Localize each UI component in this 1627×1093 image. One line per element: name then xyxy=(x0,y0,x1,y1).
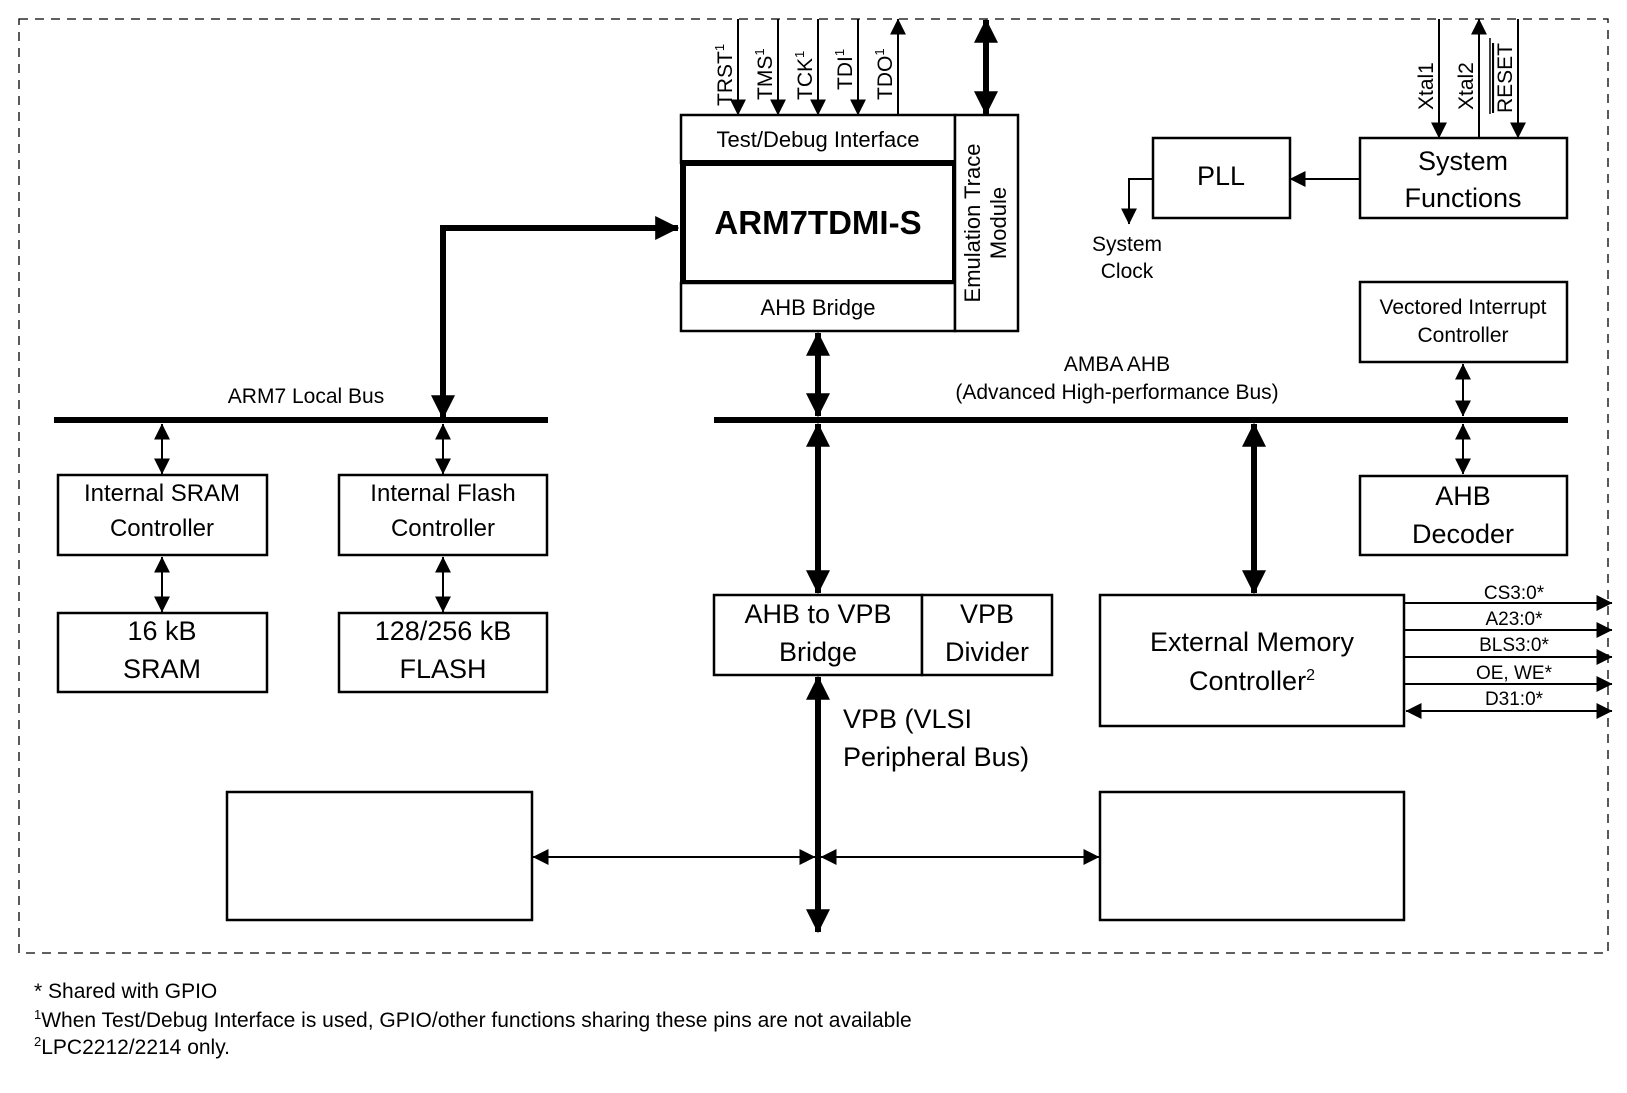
arm7-local-bus-label: ARM7 Local Bus xyxy=(228,385,384,408)
flash-controller-block xyxy=(337,473,549,557)
arm-core-label: ARM7TDMI-S xyxy=(714,204,921,241)
core-to-local-bus-path xyxy=(440,216,680,412)
sram-controller-label-line1: Internal SRAM xyxy=(84,480,240,507)
flash-controller-label-line1: Internal Flash xyxy=(370,480,515,507)
system-clock-label-line2: Clock xyxy=(1101,260,1154,283)
pll-label: PLL xyxy=(1197,161,1245,191)
jtag-pin-label: TDI1 xyxy=(832,49,857,90)
emc-signal-label: D31:0* xyxy=(1485,689,1544,710)
emc-signals: CS3:0* A23:0* BLS3:0* OE, WE* D31:0* xyxy=(1404,583,1613,719)
footnote-1: 1When Test/Debug Interface is used, GPIO… xyxy=(34,1007,912,1033)
ahb-to-vpb-bridge-block xyxy=(712,593,924,677)
emulation-trace-label-line1: Emulation Trace xyxy=(960,144,985,303)
test-debug-interface-label: Test/Debug Interface xyxy=(716,127,919,152)
system-functions-label-line2: Functions xyxy=(1404,183,1521,213)
vic-label-line2: Controller xyxy=(1417,324,1508,347)
sram-block xyxy=(56,611,269,694)
ahb-decoder-label-line1: AHB xyxy=(1435,481,1491,511)
emc-signal-label: OE, WE* xyxy=(1476,663,1553,684)
ahb-decoder-block xyxy=(1358,474,1569,557)
jtag-pin-label: TCK1 xyxy=(792,51,817,100)
vpb-divider-label-line2: Divider xyxy=(945,637,1029,667)
amba-ahb-label-line1: AMBA AHB xyxy=(1064,353,1170,376)
system-pins: Xtal1 Xtal2 RESET xyxy=(1415,18,1526,139)
arm-core-block xyxy=(680,160,958,286)
flash-controller-label-line2: Controller xyxy=(391,515,495,542)
sram-controller-block xyxy=(56,473,269,557)
system-functions-label-line1: System xyxy=(1418,146,1508,176)
vpb-bus-label-line2: Peripheral Bus) xyxy=(843,742,1029,772)
system-clock-label-line1: System xyxy=(1092,233,1162,256)
vpb-divider-label-line1: VPB xyxy=(960,599,1014,629)
system-pin-label: RESET xyxy=(1494,43,1517,113)
emulation-trace-label-line2: Module xyxy=(986,187,1011,259)
flash-label-line2: FLASH xyxy=(399,654,486,684)
amba-ahb-label-line2: (Advanced High-performance Bus) xyxy=(955,381,1278,404)
vic-label-line1: Vectored Interrupt xyxy=(1380,296,1547,319)
flash-label-line1: 128/256 kB xyxy=(375,616,512,646)
ahb-decoder-label-line2: Decoder xyxy=(1412,519,1514,549)
emc-label-line2: Controller2 xyxy=(1189,666,1315,696)
pll-block xyxy=(1151,136,1292,220)
flash-block xyxy=(337,611,549,694)
jtag-pin-label: TMS1 xyxy=(752,48,777,100)
vic-block xyxy=(1358,280,1569,364)
emc-signal-label: BLS3:0* xyxy=(1479,635,1549,656)
vpb-peripheral-block-left xyxy=(225,790,534,922)
emc-signal-label: A23:0* xyxy=(1485,609,1543,630)
vpb-peripheral-block-right xyxy=(1098,790,1406,922)
footnote-2-marker: 2 xyxy=(34,1034,42,1049)
footnote-2: 2LPC2212/2214 only. xyxy=(34,1034,230,1060)
ahb-to-vpb-bridge-label-line1: AHB to VPB xyxy=(744,599,891,629)
jtag-pin-label: TDO1 xyxy=(872,48,897,100)
footnote-2-text: LPC2212/2214 only. xyxy=(41,1036,230,1059)
emulation-trace-module-block xyxy=(953,113,1020,333)
system-clock-arrow xyxy=(1121,178,1153,225)
emc-label-line1: External Memory xyxy=(1150,627,1355,657)
footnote-1-marker: 1 xyxy=(34,1007,42,1022)
chip-boundary xyxy=(18,18,1609,954)
sram-label-line2: SRAM xyxy=(123,654,201,684)
sram-label-line1: 16 kB xyxy=(127,616,196,646)
footnote-1-text: When Test/Debug Interface is used, GPIO/… xyxy=(41,1009,912,1032)
system-functions-block xyxy=(1358,136,1569,220)
ahb-bridge-block xyxy=(679,281,957,333)
emc-signal-label: CS3:0* xyxy=(1484,583,1545,604)
vpb-divider-block xyxy=(920,593,1054,677)
external-memory-controller-block xyxy=(1098,593,1406,728)
system-pin-label: Xtal1 xyxy=(1415,62,1438,110)
ahb-to-vpb-bridge-label-line2: Bridge xyxy=(779,637,857,667)
footnote-shared-gpio: * Shared with GPIO xyxy=(34,980,218,1003)
jtag-pins: TRST1 TMS1 TCK1 TDI1 TDO1 xyxy=(712,18,906,116)
system-pin-label: Xtal2 xyxy=(1455,62,1478,110)
vpb-bus-label-line1: VPB (VLSI xyxy=(843,704,972,734)
jtag-pin-label: TRST1 xyxy=(712,44,737,106)
ahb-bridge-label: AHB Bridge xyxy=(761,295,876,320)
sram-controller-label-line2: Controller xyxy=(110,515,214,542)
